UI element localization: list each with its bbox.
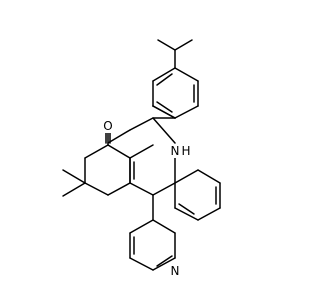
- carbonyl-group: [105, 131, 111, 144]
- bond: [152, 105, 176, 119]
- inner-double-bond: [178, 203, 195, 215]
- molecule-canvas: O N H N: [62, 39, 221, 278]
- bond: [152, 257, 176, 271]
- bond: [129, 117, 154, 131]
- benzo-ring: [174, 169, 221, 221]
- oxygen-label: O: [103, 119, 112, 133]
- bond: [174, 105, 199, 119]
- bond: [174, 39, 193, 51]
- structure-diagram: O N H N: [62, 39, 221, 278]
- bond: [129, 257, 154, 271]
- dihydropyridine-ring: [107, 117, 176, 196]
- nh-nitrogen-label: N: [171, 144, 180, 158]
- bond: [84, 144, 109, 159]
- bond: [197, 169, 221, 184]
- bond: [174, 67, 199, 82]
- bond: [197, 207, 221, 221]
- inner-double-bond: [156, 73, 173, 86]
- inner-double-bond: [156, 101, 173, 113]
- bond: [129, 219, 154, 234]
- bond: [152, 67, 176, 82]
- bond: [174, 207, 199, 221]
- bond: [129, 144, 154, 159]
- bond: [157, 39, 176, 51]
- inner-double-bond: [156, 255, 173, 267]
- bond: [62, 182, 86, 197]
- pyridine-nitrogen-label: N: [171, 264, 180, 278]
- atom-nh: N H: [168, 144, 192, 158]
- bond: [152, 117, 176, 144]
- pyridine-ring: [129, 194, 176, 271]
- bond: [107, 129, 131, 144]
- bond: [62, 169, 86, 184]
- atom-oxygen: O: [102, 119, 114, 133]
- gem-dimethyl: [62, 169, 86, 197]
- bond: [129, 182, 154, 196]
- isopropyl-group: [157, 39, 193, 69]
- bond: [107, 144, 131, 159]
- bond: [84, 182, 109, 196]
- atom-pyridine-n: N: [169, 264, 181, 278]
- nh-hydrogen-label: H: [181, 144, 190, 158]
- bond: [152, 219, 176, 234]
- bond: [152, 182, 176, 196]
- bond: [174, 169, 199, 184]
- bond: [107, 182, 131, 196]
